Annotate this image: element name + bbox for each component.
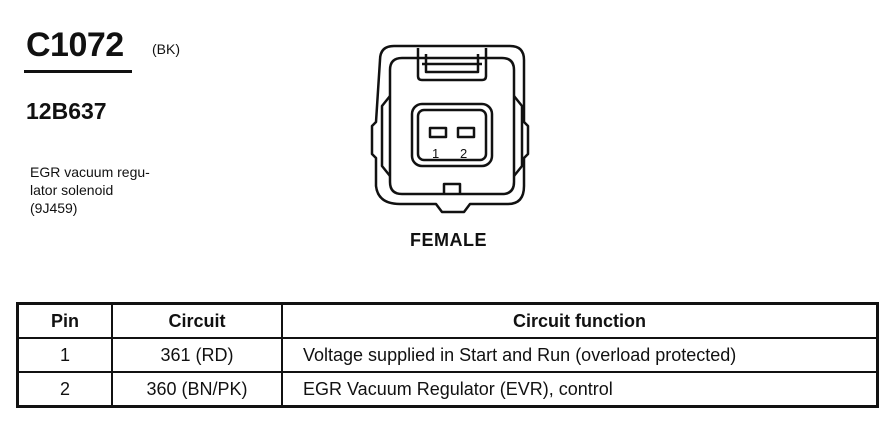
pin-cavity-block: [410, 102, 494, 168]
keyway: [442, 182, 462, 194]
connector-inner-outline: [388, 56, 516, 196]
part-number: 12B637: [26, 98, 107, 124]
side-rib-left: [380, 95, 391, 177]
connector-face-drawing: 1 2: [370, 44, 530, 214]
connector-housing-outline: [370, 44, 530, 214]
pinout-table: Pin Circuit Circuit function 1 361 (RD) …: [16, 302, 879, 408]
cell-pin: 2: [16, 371, 113, 408]
pin-label-2: 2: [460, 146, 467, 161]
column-header-function: Circuit function: [281, 302, 879, 339]
table-header-row: Pin Circuit Circuit function: [16, 302, 879, 339]
wire-color-code: (BK): [152, 41, 180, 57]
pin-slot-2: [456, 126, 476, 139]
description-line: lator solenoid: [30, 182, 114, 198]
pin-cavity-inner: [416, 108, 488, 162]
column-header-pin: Pin: [16, 302, 113, 339]
description-line: (9J459): [30, 200, 78, 216]
cell-circuit: 360 (BN/PK): [111, 371, 283, 408]
side-rib-right: [513, 95, 524, 177]
table-row: 1 361 (RD) Voltage supplied in Start and…: [16, 337, 879, 373]
component-description: EGR vacuum regu- lator solenoid (9J459): [30, 163, 220, 217]
title-underline: [24, 70, 132, 73]
table-row: 2 360 (BN/PK) EGR Vacuum Regulator (EVR)…: [16, 371, 879, 408]
latch-tab: [416, 48, 488, 82]
description-line: EGR vacuum regu-: [30, 164, 150, 180]
cell-circuit: 361 (RD): [111, 337, 283, 373]
cell-function: EGR Vacuum Regulator (EVR), control: [281, 371, 879, 408]
connector-id: C1072: [26, 26, 124, 64]
cell-function: Voltage supplied in Start and Run (overl…: [281, 337, 879, 373]
pin-label-1: 1: [432, 146, 439, 161]
connector-gender-label: FEMALE: [410, 230, 487, 250]
column-header-circuit: Circuit: [111, 302, 283, 339]
cell-pin: 1: [16, 337, 113, 373]
pin-slot-1: [428, 126, 448, 139]
